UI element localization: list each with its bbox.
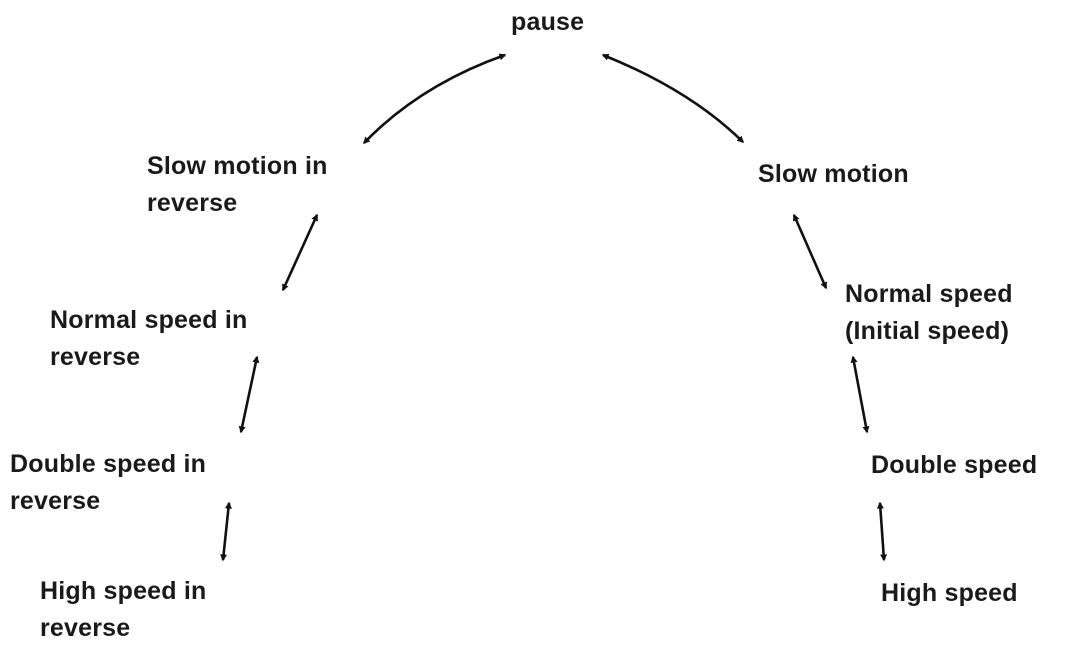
arrow-slow-motion-to-normal-speed: [792, 213, 828, 290]
node-normal-speed-reverse: Normal speed in reverse: [50, 302, 248, 376]
node-high-speed-reverse-line-1: High speed in: [40, 577, 207, 605]
node-normal-speed: Normal speed (Initial speed): [845, 276, 1013, 350]
node-normal-speed-line-2: (Initial speed): [845, 317, 1010, 345]
node-double-speed-line-1: Double speed: [871, 451, 1038, 479]
node-normal-speed-line-1: Normal speed: [845, 280, 1013, 308]
node-high-speed: High speed: [881, 575, 1018, 612]
node-high-speed-reverse-line-2: reverse: [40, 614, 131, 642]
arrow-normal-speed-reverse-to-double-speed-reverse: [238, 355, 260, 434]
node-double-speed-reverse-line-2: reverse: [10, 487, 101, 515]
arrow-pause-to-slow-motion-reverse: [363, 53, 507, 145]
node-double-speed-reverse: Double speed in reverse: [10, 446, 206, 520]
node-slow-motion: Slow motion: [758, 156, 909, 193]
node-slow-motion-reverse-line-2: reverse: [147, 189, 238, 217]
arrow-double-speed-to-high-speed: [876, 501, 888, 562]
arrow-pause-to-slow-motion: [601, 53, 744, 143]
arrow-normal-speed-to-double-speed: [850, 355, 870, 434]
node-pause: pause: [511, 4, 584, 41]
node-double-speed: Double speed: [871, 447, 1037, 484]
node-slow-motion-line-1: Slow motion: [758, 160, 909, 188]
node-double-speed-reverse-line-1: Double speed in: [10, 450, 207, 478]
node-normal-speed-reverse-line-2: reverse: [50, 343, 141, 371]
arrow-double-speed-reverse-to-high-speed-reverse: [220, 501, 232, 562]
node-pause-line-1: pause: [511, 8, 585, 36]
node-high-speed-reverse: High speed in reverse: [40, 573, 207, 647]
node-high-speed-line-1: High speed: [881, 579, 1018, 607]
node-slow-motion-reverse-line-1: Slow motion in: [147, 152, 328, 180]
node-normal-speed-reverse-line-1: Normal speed in: [50, 306, 248, 334]
arrow-slow-motion-reverse-to-normal-speed-reverse: [281, 213, 319, 292]
node-slow-motion-reverse: Slow motion in reverse: [147, 148, 328, 222]
